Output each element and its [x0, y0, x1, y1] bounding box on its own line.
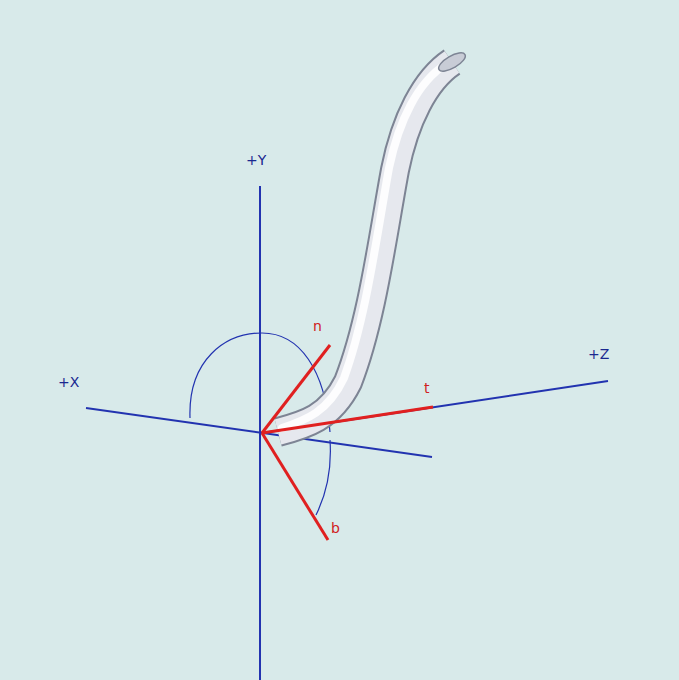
- tube-end: [436, 49, 468, 74]
- binormal-vector: [262, 433, 328, 540]
- axis-label: +Z: [588, 346, 609, 362]
- x-axis: [86, 408, 432, 457]
- axis-label: +X: [58, 374, 79, 390]
- vector-label: n: [313, 318, 322, 334]
- axis-label: +Y: [246, 152, 266, 168]
- tangent-vector: [262, 407, 433, 433]
- vector-label: t: [424, 380, 430, 396]
- angle-arc: [316, 440, 330, 515]
- vector-label: b: [331, 520, 340, 536]
- normal-vector: [262, 345, 330, 433]
